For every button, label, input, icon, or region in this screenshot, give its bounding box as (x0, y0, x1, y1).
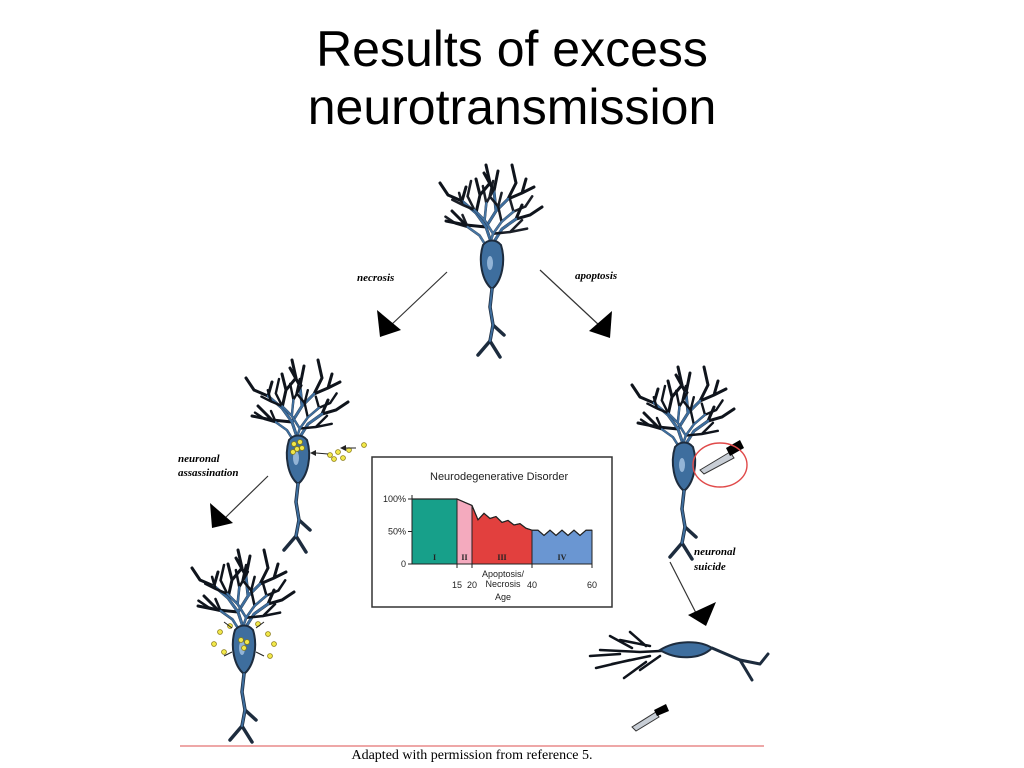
chart-outline (412, 498, 592, 537)
slide-title: Results of excess neurotransmission (0, 20, 1024, 136)
chart-stage-label-I: I (433, 553, 436, 562)
chart-stage-label-II: II (461, 553, 467, 562)
suicide-label-line1: neuronal (694, 546, 737, 558)
title-line-1: Results of excess (316, 21, 708, 77)
chart-y-tick-label: 100% (383, 494, 406, 504)
neuron-collapsed (588, 630, 770, 682)
suicide-label-line2: suicide (693, 561, 726, 573)
chart-x-tick-label: 20 (467, 580, 477, 590)
blade-small-icon (631, 704, 669, 732)
chart-y-tick-label: 0 (401, 559, 406, 569)
assassination-label-line2: assassination (178, 467, 239, 479)
chart-x-ticks: 15 20 40 60 (412, 563, 597, 590)
slide-caption: Adapted with permission from reference 5… (351, 748, 593, 763)
apoptosis-label: apoptosis (575, 270, 617, 282)
chart-x-tick-label: 15 (452, 580, 462, 590)
chart-y-tick-label: 50% (388, 527, 406, 537)
chart-y-ticks: 100% 50% 0 (383, 494, 413, 569)
title-line-2: neurotransmission (307, 79, 717, 135)
suicide-arrow (669, 561, 716, 626)
neuron-healthy (438, 163, 544, 359)
extracellular-dots-left (310, 442, 367, 462)
chart-xlabel: Age (495, 592, 511, 602)
chart-stage-label-III: III (497, 553, 506, 562)
neuron-excitotoxic (244, 358, 350, 554)
blade-icon (699, 440, 744, 475)
chart-title: Neurodegenerative Disorder (430, 471, 569, 483)
neurodegenerative-chart: Neurodegenerative Disorder 100% 50% 0 15 20… (371, 456, 613, 608)
necrosis-arrow (377, 271, 448, 337)
necrosis-label: necrosis (357, 272, 394, 284)
neuron-ruptured (190, 548, 296, 744)
assassination-label-line1: neuronal (178, 453, 221, 465)
apoptosis-arrow (539, 269, 612, 338)
chart-xlabel-note-line1: Apoptosis/ (482, 569, 525, 579)
assassination-arrow (210, 475, 269, 528)
chart-x-tick-label: 60 (587, 580, 597, 590)
chart-x-tick-label: 40 (527, 580, 537, 590)
chart-curve-line (412, 498, 592, 537)
chart-stage-label-IV: IV (558, 553, 567, 562)
chart-xlabel-note-line2: Necrosis (485, 579, 521, 589)
highlight-circle (692, 442, 748, 488)
